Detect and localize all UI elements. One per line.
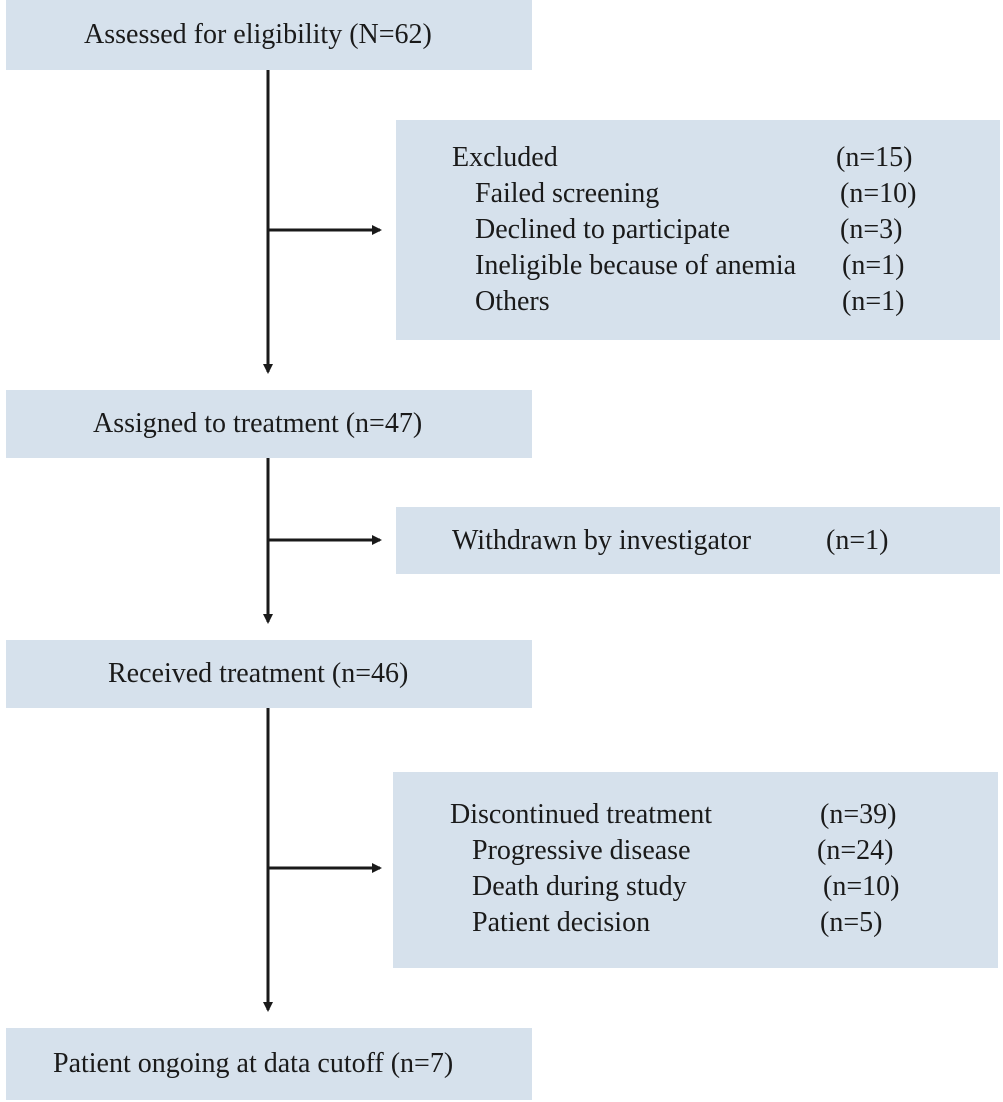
discontinued-header-count: (n=39) xyxy=(820,799,897,830)
excluded-item-count: (n=1) xyxy=(842,250,905,281)
discontinued-item-label: Death during study xyxy=(472,871,687,902)
excluded-box: Excluded (n=15) Failed screening (n=10) … xyxy=(396,120,1000,340)
received-label: Received treatment (n=46) xyxy=(108,658,409,689)
excluded-item-label: Others xyxy=(475,286,550,317)
discontinued-header-label: Discontinued treatment xyxy=(450,799,713,830)
excluded-header-count: (n=15) xyxy=(836,142,913,173)
excluded-item-count: (n=3) xyxy=(840,214,903,245)
discontinued-item-label: Progressive disease xyxy=(472,835,691,866)
excluded-item-label: Failed screening xyxy=(475,178,660,209)
received-box: Received treatment (n=46) xyxy=(6,640,532,708)
excluded-item-count: (n=10) xyxy=(840,178,917,209)
assessed-label: Assessed for eligibility (N=62) xyxy=(84,19,432,50)
discontinued-box: Discontinued treatment (n=39) Progressiv… xyxy=(393,772,998,968)
withdrawn-box: Withdrawn by investigator (n=1) xyxy=(396,507,1000,574)
assigned-box: Assigned to treatment (n=47) xyxy=(6,390,532,458)
ongoing-box: Patient ongoing at data cutoff (n=7) xyxy=(6,1028,532,1100)
excluded-item-label: Declined to participate xyxy=(475,214,730,245)
discontinued-item-count: (n=10) xyxy=(823,871,900,902)
excluded-header-label: Excluded xyxy=(452,142,558,173)
discontinued-item-count: (n=24) xyxy=(817,835,894,866)
excluded-item-label: Ineligible because of anemia xyxy=(475,250,797,281)
assigned-label: Assigned to treatment (n=47) xyxy=(93,408,423,439)
assessed-box: Assessed for eligibility (N=62) xyxy=(6,0,532,70)
discontinued-item-count: (n=5) xyxy=(820,907,883,938)
ongoing-label: Patient ongoing at data cutoff (n=7) xyxy=(53,1048,454,1079)
discontinued-item-label: Patient decision xyxy=(472,907,651,938)
withdrawn-label: Withdrawn by investigator xyxy=(452,525,752,556)
withdrawn-count: (n=1) xyxy=(826,525,889,556)
excluded-item-count: (n=1) xyxy=(842,286,905,317)
